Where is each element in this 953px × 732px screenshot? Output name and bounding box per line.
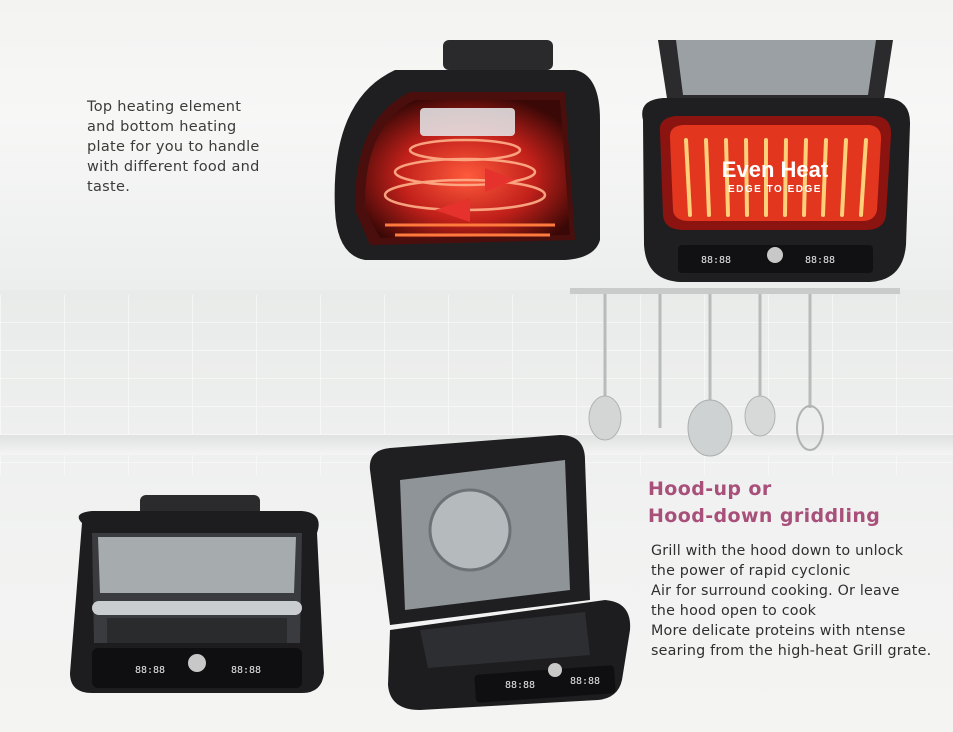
top-feature-description: Top heating element and bottom heating p… xyxy=(87,97,277,197)
griddling-description-line: the power of rapid cyclonic xyxy=(651,563,851,579)
top-description-line: Top heating element xyxy=(87,99,242,115)
griddling-description-line: Grill with the hood down to unlock xyxy=(651,543,904,559)
even-heat-title: Even Heat xyxy=(722,157,829,182)
top-description-line: taste. xyxy=(87,179,131,195)
even-heat-subtitle: EDGE TO EDGE xyxy=(728,184,822,195)
griddling-description: Grill with the hood down to unlock the p… xyxy=(651,541,951,661)
griddling-description-line: the hood open to cook xyxy=(651,603,817,619)
hanging-utensils-illustration xyxy=(570,288,900,457)
right-display-right: 88:88 xyxy=(805,255,835,266)
griddling-description-line: Air for surround cooking. Or leave xyxy=(651,583,900,599)
griddling-description-line: searing from the high-heat Grill grate. xyxy=(651,643,932,659)
top-description-line: with different food and xyxy=(87,159,260,175)
heading-line: Hood-down griddling xyxy=(648,505,881,527)
open-control-knob-icon xyxy=(548,663,562,677)
open-display-left: 88:88 xyxy=(505,680,535,691)
cutaway-heating-illustration xyxy=(334,40,600,260)
top-description-line: plate for you to handle xyxy=(87,139,260,155)
top-description-line: and bottom heating xyxy=(87,119,237,135)
closed-control-knob-icon xyxy=(188,654,206,672)
griddling-description-line: More delicate proteins with ntense xyxy=(651,623,906,639)
right-control-knob-icon xyxy=(767,247,783,263)
right-display-left: 88:88 xyxy=(701,255,731,266)
open-grill-image: 88:88 88:88 xyxy=(369,435,631,710)
heading-line: Hood-up or xyxy=(648,478,772,500)
griddling-heading: Hood-up or Hood-down griddling xyxy=(648,476,948,530)
closed-display-left: 88:88 xyxy=(135,665,165,676)
open-grill-even-heat-image: Even Heat EDGE TO EDGE 88:88 88:88 xyxy=(642,40,911,282)
closed-grill-image: 88:88 88:88 xyxy=(70,495,324,693)
closed-display-right: 88:88 xyxy=(231,665,261,676)
open-display-right: 88:88 xyxy=(570,676,600,687)
